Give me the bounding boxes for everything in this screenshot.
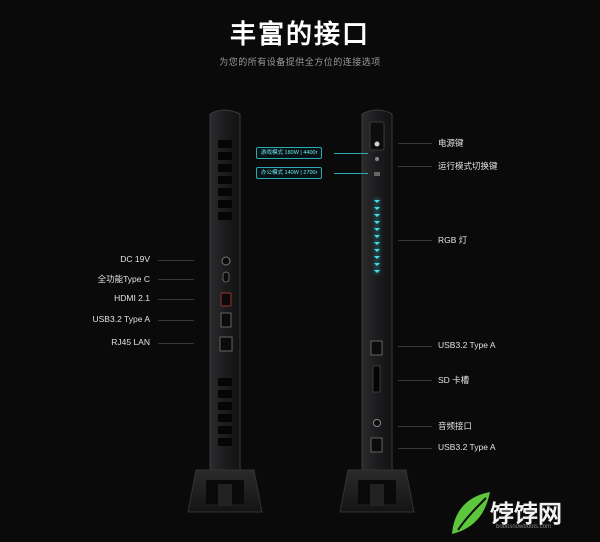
rgb-led-icon [374, 221, 380, 224]
game-mode-badge: 游戏模式 180W | 4400r [256, 147, 323, 159]
dc-port-icon [221, 256, 231, 266]
usb-bottom-port-icon [370, 437, 383, 453]
right-line-4 [398, 346, 432, 347]
watermark-logo-icon [452, 492, 490, 534]
port-label-power: 电源键 [438, 138, 464, 148]
watermark-url: bobosnowboots.com [496, 524, 552, 530]
right-line-2 [398, 166, 432, 167]
sd-slot-icon [372, 365, 381, 393]
hdmi-port-icon [220, 292, 232, 307]
rgb-led-icon [374, 249, 380, 252]
usb-port-icon [220, 312, 232, 328]
port-label-rgb: RGB 灯 [438, 235, 468, 245]
watermark-text: 饽饽网 [490, 500, 562, 528]
page-subtitle: 为您的所有设备提供全方位的连接选项 [219, 57, 381, 67]
right-line-3 [398, 240, 432, 241]
typec-port-icon [222, 271, 230, 283]
watermark: 饽饽网 bobosnowboots.com [444, 490, 594, 536]
usb-front-port-icon [370, 340, 383, 356]
right-device-body [361, 109, 393, 471]
left-line-2 [158, 279, 194, 280]
port-label-usb-bottom: USB3.2 Type A [438, 442, 496, 452]
port-label-usb-front: USB3.2 Type A [438, 340, 496, 350]
right-line-5 [398, 380, 432, 381]
left-stand [187, 469, 263, 513]
rgb-led-icon [374, 235, 380, 238]
office-mode-badge: 办公模式 140W | 2700r [256, 167, 323, 179]
audio-jack-icon [373, 419, 381, 427]
left-line-5 [158, 343, 194, 344]
port-label-dc: DC 19V [120, 254, 150, 264]
port-label-usb-a: USB3.2 Type A [92, 314, 151, 324]
rgb-led-icon [374, 270, 380, 273]
port-label-audio: 音频接口 [438, 421, 473, 431]
left-device-body [209, 109, 241, 471]
right-line-7 [398, 448, 432, 449]
rgb-led-icon [374, 263, 380, 266]
port-label-sd: SD 卡槽 [438, 375, 470, 385]
right-line-6 [398, 426, 432, 427]
port-label-hdmi: HDMI 2.1 [114, 293, 150, 303]
port-label-typec: 全功能Type C [97, 274, 150, 284]
page-title: 丰富的接口 [229, 20, 370, 50]
rj45-port-icon [219, 336, 233, 352]
rgb-led-icon [374, 242, 380, 245]
rgb-led-icon [374, 256, 380, 259]
mode-button-icon [375, 157, 379, 161]
left-line-1 [158, 260, 194, 261]
left-line-4 [158, 320, 194, 321]
office-mode-line [334, 173, 368, 174]
rgb-led-icon [374, 228, 380, 231]
power-button-icon [374, 141, 380, 147]
game-mode-line [334, 153, 368, 154]
port-label-mode-switch: 运行模式切换键 [438, 161, 498, 171]
rgb-led-icon [374, 200, 380, 203]
right-line-1 [398, 143, 432, 144]
rgb-led-icon [374, 207, 380, 210]
right-stand [339, 469, 415, 513]
rgb-led-icon [374, 214, 380, 217]
left-line-3 [158, 299, 194, 300]
port-label-rj45: RJ45 LAN [111, 337, 150, 347]
